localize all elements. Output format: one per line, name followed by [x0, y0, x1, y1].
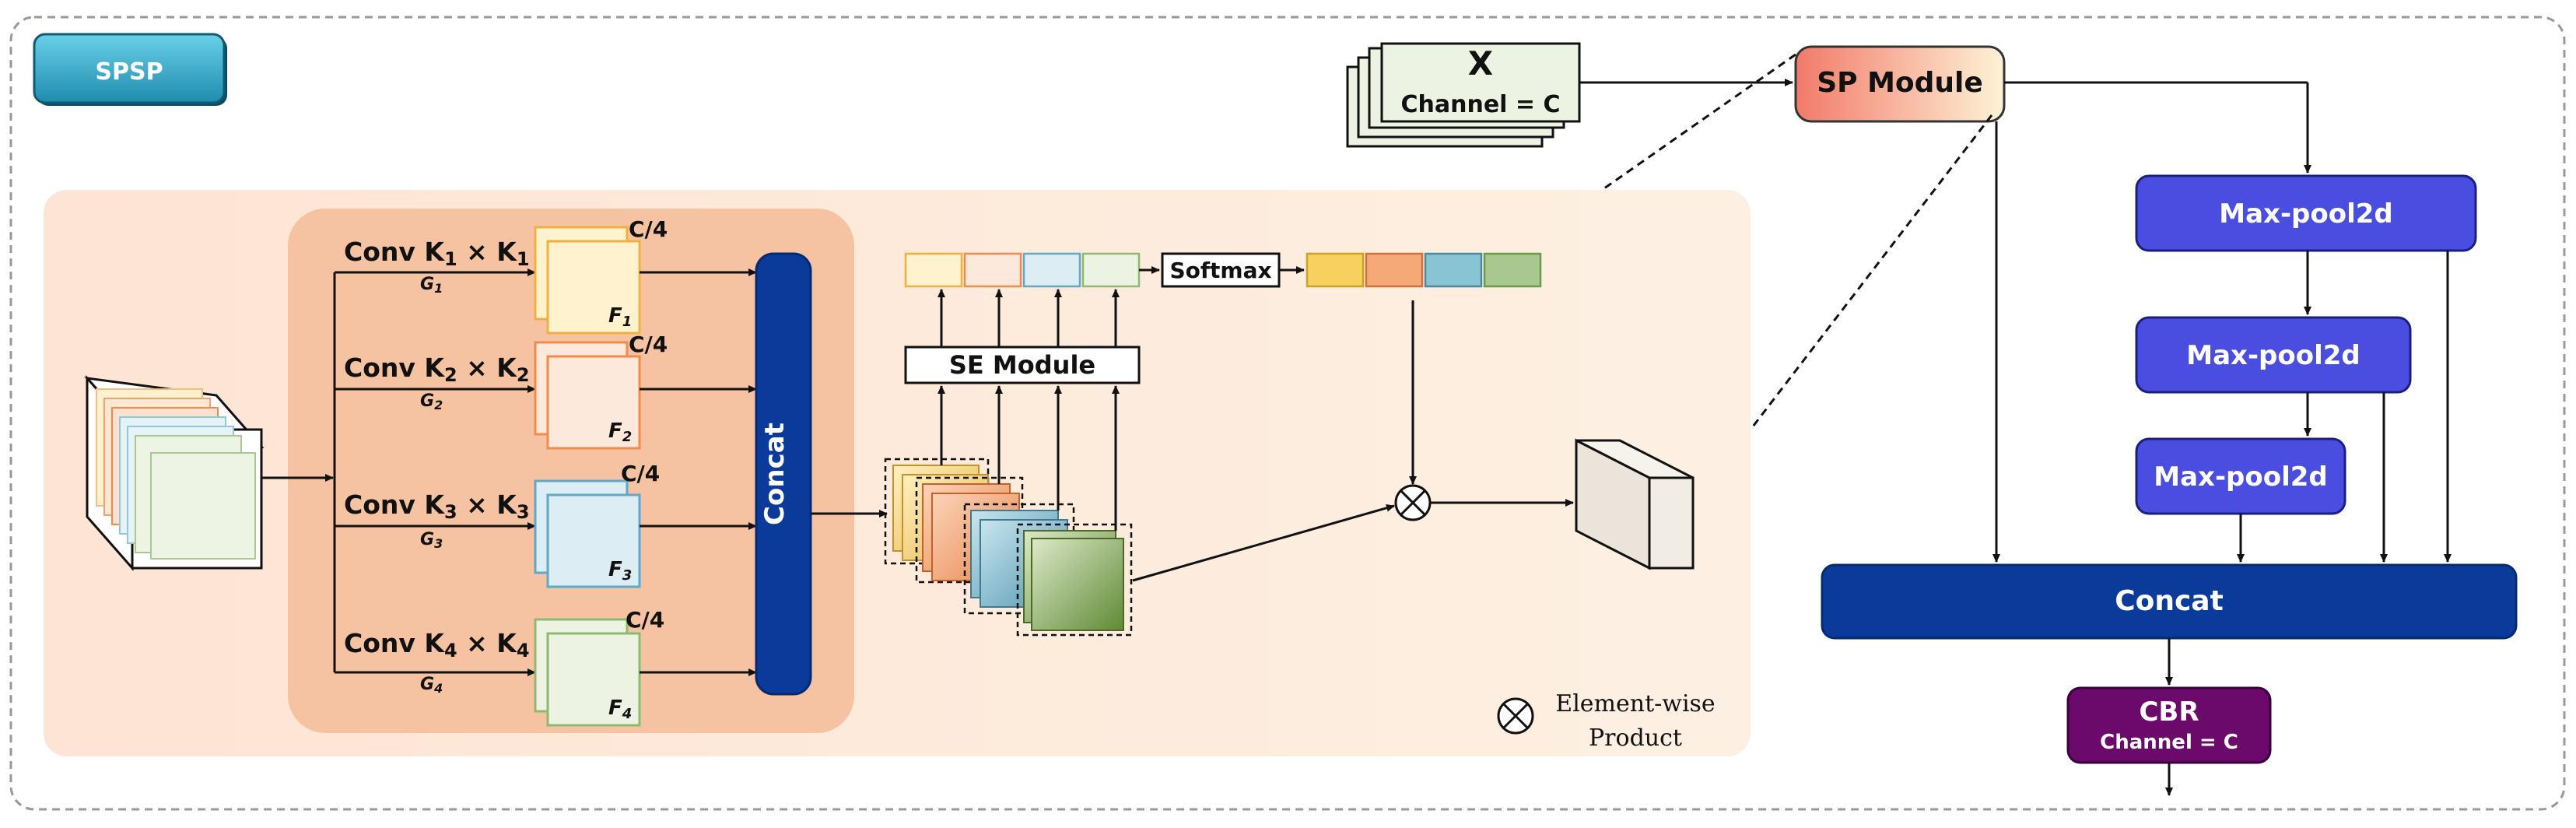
input-x-stack: X Channel = C: [1346, 42, 1581, 148]
chan-label-1: C/4: [629, 216, 668, 242]
group-label-2: G2: [420, 391, 443, 412]
badge-label: SPSP: [95, 58, 163, 86]
chan-label-4: C/4: [626, 607, 664, 633]
conv-label-1: Conv K1 × K1: [344, 237, 530, 270]
conv-label-2: Conv K2 × K2: [344, 353, 530, 386]
weight-vector-post: [1306, 252, 1542, 288]
concat-horizontal: Concat: [1821, 563, 2518, 640]
conv-label-4: Conv K4 × K4: [344, 628, 530, 661]
sp-module-box: SP Module: [1794, 45, 2006, 123]
chan-label-3: C/4: [621, 461, 660, 486]
cbr-title: CBR: [2139, 696, 2199, 728]
feat-label-1: F1: [608, 304, 632, 330]
concat-horizontal-label: Concat: [2115, 585, 2224, 617]
softmax-box: Softmax: [1161, 252, 1281, 288]
branch-1: Conv K1 × K1 G1 C/4 F1: [335, 216, 757, 335]
sp-module-label: SP Module: [1817, 67, 1983, 99]
legend-line2: Product: [1589, 724, 1682, 752]
cbr-channel: Channel = C: [2100, 731, 2238, 754]
legend-element-wise: Element-wise Product: [1497, 690, 1716, 752]
feature-stack: [884, 458, 1133, 637]
group-label-4: G4: [420, 675, 443, 696]
input-x-symbol: X: [1468, 44, 1493, 82]
conv-label-3: Conv K3 × K3: [344, 489, 530, 523]
feat-label-3: F3: [608, 558, 632, 584]
zoom-line-bottom: [1749, 114, 1993, 430]
maxpool-2: Max-pool2d: [2135, 316, 2412, 394]
maxpool-3: Max-pool2d: [2135, 437, 2346, 515]
branch-4: Conv K4 × K4 G4 C/4 F4: [335, 607, 757, 727]
chan-label-2: C/4: [629, 332, 668, 357]
input-feature-stack: [84, 375, 265, 571]
product-symbol: [1394, 484, 1432, 521]
maxpool-1: Max-pool2d: [2135, 174, 2477, 252]
branch-2: Conv K2 × K2 G2 C/4 F2: [335, 332, 757, 450]
cbr-box: CBR Channel = C: [2066, 686, 2272, 764]
output-cube: [1575, 438, 1695, 570]
feat-label-4: F4: [608, 696, 632, 722]
zoom-line-top: [1603, 53, 1796, 190]
concat-vertical: Concat: [755, 252, 812, 696]
maxpool-3-label: Max-pool2d: [2154, 461, 2328, 493]
se-module-label: SE Module: [949, 350, 1095, 380]
maxpool-1-label: Max-pool2d: [2219, 198, 2393, 230]
maxpool-2-label: Max-pool2d: [2186, 340, 2360, 371]
outer-frame: [9, 16, 2566, 811]
se-module: SE Module: [904, 346, 1141, 384]
input-x-channel: Channel = C: [1400, 91, 1560, 118]
legend-line1: Element-wise: [1555, 690, 1715, 717]
concat-vertical-label: Concat: [759, 423, 790, 525]
branch-3: Conv K3 × K3 G3 C/4 F3: [335, 461, 757, 588]
weight-vector-pre: [904, 252, 1141, 288]
group-label-3: G3: [420, 530, 443, 551]
feat-label-2: F2: [608, 419, 632, 445]
spsp-badge: SPSP: [33, 33, 227, 106]
group-label-1: G1: [420, 275, 443, 296]
conv-branch-panel: [288, 209, 854, 733]
softmax-label: Softmax: [1169, 258, 1271, 283]
